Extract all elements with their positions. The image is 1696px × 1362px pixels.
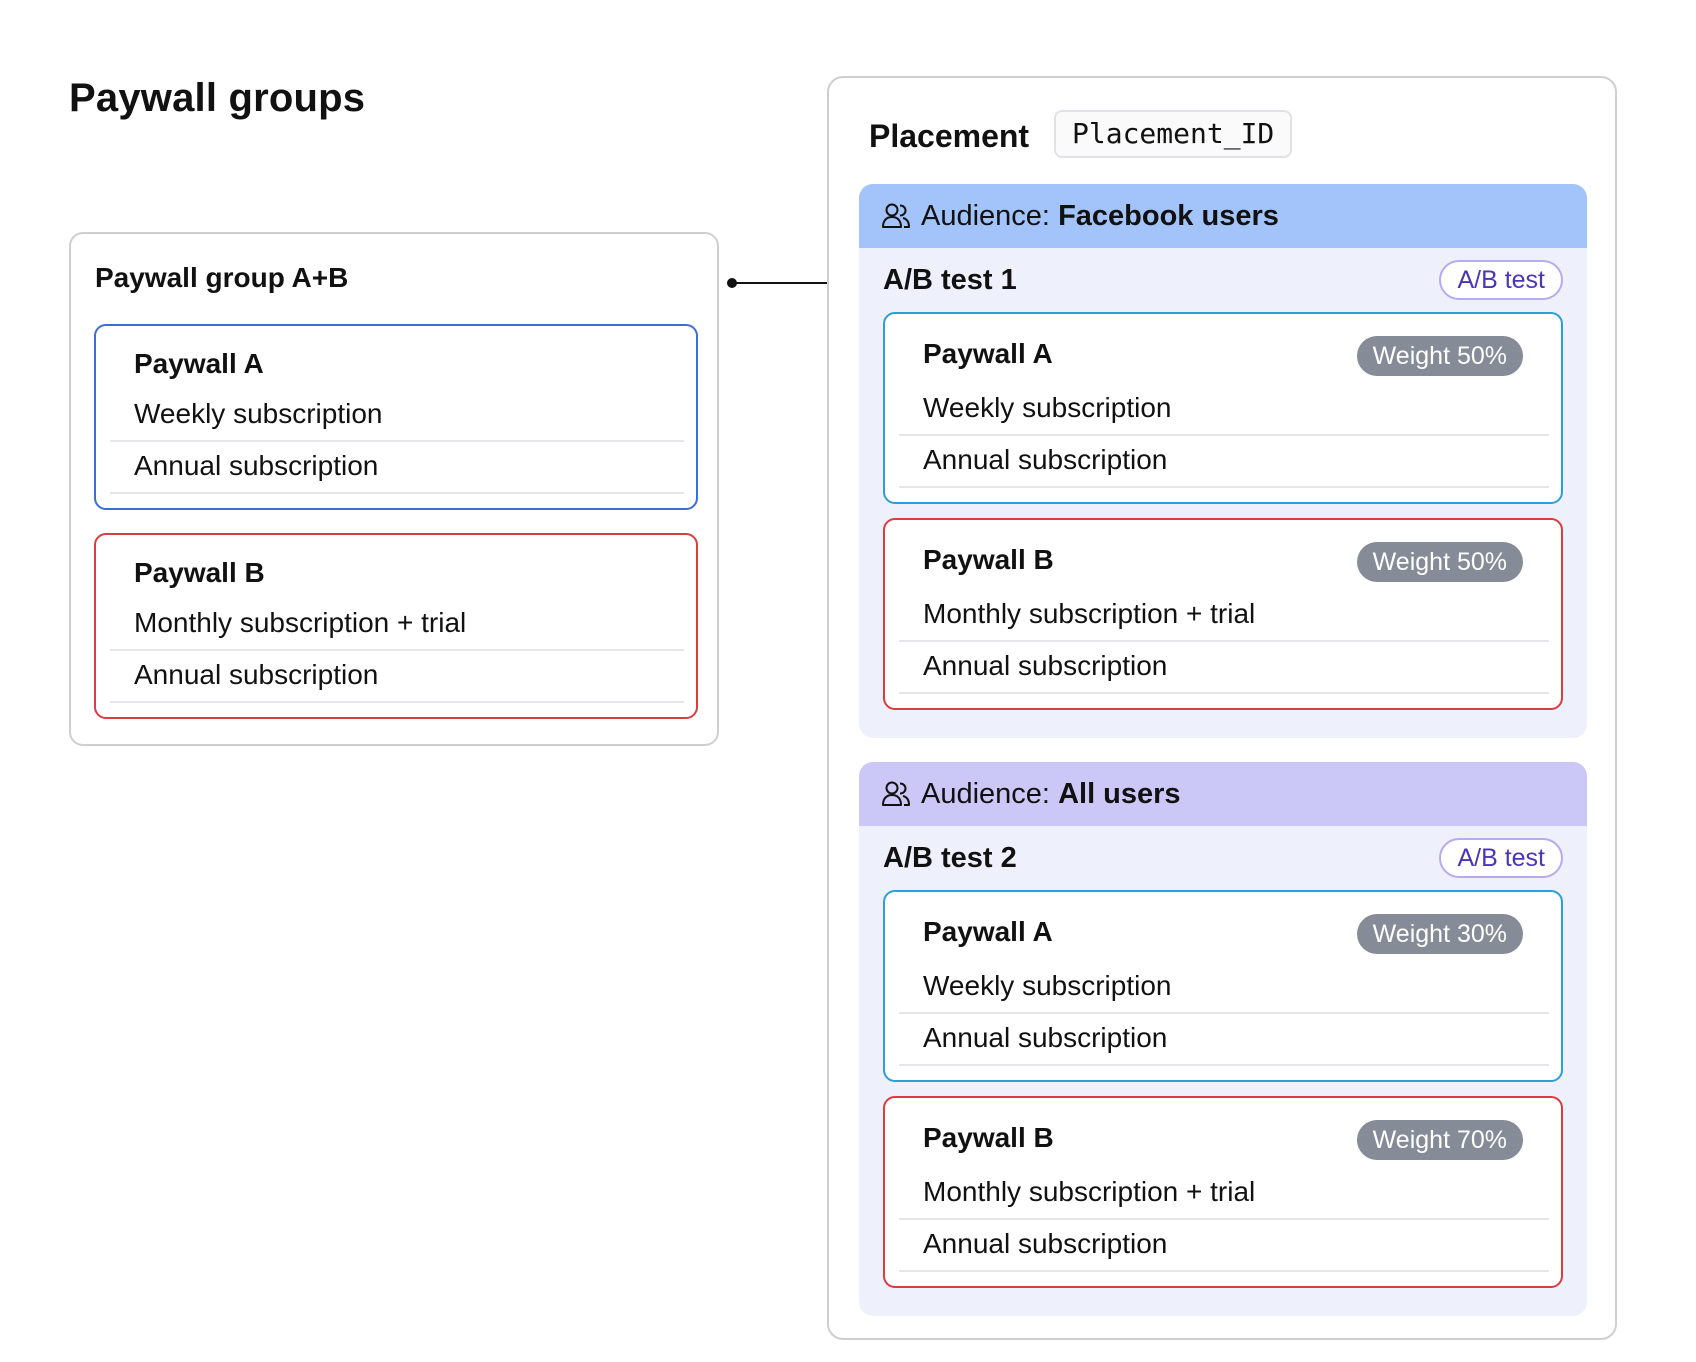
audience-header[interactable]: Audience: All users bbox=[859, 762, 1587, 826]
placement-card[interactable]: Placement Placement_ID Audience: Faceboo… bbox=[827, 76, 1617, 1340]
paywall-name: Paywall A bbox=[923, 916, 1053, 947]
weight-badge: Weight 50% bbox=[1356, 336, 1523, 376]
product-row: Annual subscription bbox=[923, 1228, 1168, 1259]
divider bbox=[899, 434, 1549, 436]
divider bbox=[899, 640, 1549, 642]
divider bbox=[899, 1270, 1549, 1272]
paywall-name: Paywall A bbox=[134, 348, 264, 379]
product-row: Weekly subscription bbox=[134, 398, 383, 429]
product-row: Monthly subscription + trial bbox=[134, 607, 467, 638]
audience-section-all: Audience: All users A/B test 2 A/B test … bbox=[859, 762, 1587, 1316]
paywall-b-card[interactable]: Paywall B Weight 50% Monthly subscriptio… bbox=[883, 518, 1563, 710]
audience-prefix: Audience: bbox=[921, 778, 1050, 810]
product-row: Weekly subscription bbox=[923, 970, 1172, 1001]
paywall-group-card[interactable]: Paywall group A+B Paywall A Weekly subsc… bbox=[69, 232, 719, 746]
product-row: Monthly subscription + trial bbox=[923, 598, 1256, 629]
divider bbox=[110, 440, 684, 442]
paywall-name: Paywall A bbox=[923, 338, 1053, 369]
placement-label: Placement bbox=[869, 118, 1030, 154]
divider bbox=[110, 492, 684, 494]
users-icon bbox=[882, 781, 910, 806]
page-title: Paywall groups bbox=[69, 76, 366, 120]
weight-badge: Weight 70% bbox=[1356, 1120, 1523, 1160]
paywall-a-card[interactable]: Paywall A Weight 50% Weekly subscription… bbox=[883, 312, 1563, 504]
audience-name: All users bbox=[1058, 778, 1181, 810]
divider bbox=[110, 701, 684, 703]
paywall-b-card[interactable]: Paywall B Weight 70% Monthly subscriptio… bbox=[883, 1096, 1563, 1288]
product-row: Monthly subscription + trial bbox=[923, 1176, 1256, 1207]
ab-test-title: A/B test 2 bbox=[883, 842, 1017, 874]
audience-header[interactable]: Audience: Facebook users bbox=[859, 184, 1587, 248]
paywall-b-card[interactable]: Paywall B Monthly subscription + trial A… bbox=[94, 533, 698, 719]
ab-test-badge[interactable]: A/B test bbox=[1439, 838, 1563, 878]
divider bbox=[110, 649, 684, 651]
divider bbox=[899, 1064, 1549, 1066]
paywall-name: Paywall B bbox=[923, 1122, 1054, 1153]
product-row: Annual subscription bbox=[134, 450, 379, 481]
audience-name: Facebook users bbox=[1058, 200, 1279, 232]
divider bbox=[899, 692, 1549, 694]
audience-label: Audience: Facebook users bbox=[921, 200, 1279, 233]
weight-badge: Weight 30% bbox=[1356, 914, 1523, 954]
ab-test-title: A/B test 1 bbox=[883, 264, 1017, 296]
divider bbox=[899, 486, 1549, 488]
paywall-name: Paywall B bbox=[923, 544, 1054, 575]
divider bbox=[899, 1218, 1549, 1220]
paywall-a-card[interactable]: Paywall A Weekly subscription Annual sub… bbox=[94, 324, 698, 510]
audience-prefix: Audience: bbox=[921, 200, 1050, 232]
audience-label: Audience: All users bbox=[921, 778, 1181, 811]
product-row: Annual subscription bbox=[134, 659, 379, 690]
ab-test-badge[interactable]: A/B test bbox=[1439, 260, 1563, 300]
placement-id[interactable]: Placement_ID bbox=[1054, 110, 1293, 158]
paywall-group-title: Paywall group A+B bbox=[95, 262, 349, 293]
divider bbox=[899, 1012, 1549, 1014]
paywall-name: Paywall B bbox=[134, 557, 265, 588]
users-icon bbox=[882, 203, 910, 228]
audience-section-facebook: Audience: Facebook users A/B test 1 A/B … bbox=[859, 184, 1587, 738]
product-row: Annual subscription bbox=[923, 650, 1168, 681]
product-row: Annual subscription bbox=[923, 1022, 1168, 1053]
weight-badge: Weight 50% bbox=[1356, 542, 1523, 582]
product-row: Annual subscription bbox=[923, 444, 1168, 475]
paywall-a-card[interactable]: Paywall A Weight 30% Weekly subscription… bbox=[883, 890, 1563, 1082]
product-row: Weekly subscription bbox=[923, 392, 1172, 423]
